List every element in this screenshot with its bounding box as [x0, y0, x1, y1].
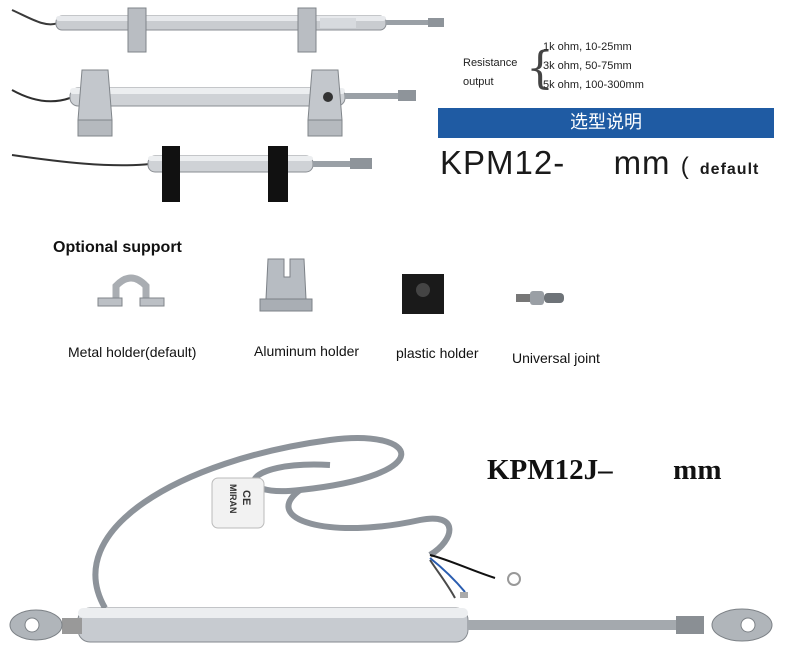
- model-number: KPM12- mm ( default ): [440, 144, 790, 182]
- brand-logo: MIRAN: [228, 484, 238, 514]
- aluminum-holder-label: Aluminum holder: [254, 343, 360, 359]
- metal-holder-label: Metal holder(default): [68, 344, 197, 360]
- model-unit: mm: [613, 144, 671, 181]
- joint-model-unit: mm: [673, 454, 722, 486]
- plastic-holder-label: plastic holder: [396, 345, 479, 361]
- model-prefix: KPM12-: [440, 144, 566, 181]
- open-paren: (: [680, 153, 690, 180]
- ce-mark: CE: [240, 490, 252, 506]
- resistance-option-1k: 1k ohm, 10-25mm: [543, 41, 632, 53]
- universal-joint-label: Universal joint: [512, 350, 600, 366]
- resistance-option-3k: 3k ohm, 50-75mm: [543, 60, 632, 72]
- metal-holder-icon: [97, 274, 165, 307]
- resistance-label: Resistance: [463, 57, 518, 69]
- default-word: default: [699, 161, 760, 178]
- universal-joint-sensor-image: [9, 435, 773, 643]
- plastic-holder-icon: [402, 274, 444, 314]
- joint-model-prefix: KPM12J–: [487, 454, 613, 486]
- aluminum-holder-icon: [259, 258, 313, 312]
- output-label: output: [463, 76, 494, 88]
- joint-model-number: KPM12J– mm: [487, 454, 721, 487]
- sensor-with-metal-holder-image: [11, 7, 444, 53]
- resistance-option-5k: 5k ohm, 100-300mm: [543, 79, 644, 91]
- universal-joint-icon: [516, 291, 564, 305]
- sensor-with-plastic-holder-image: [11, 146, 372, 202]
- sensor-with-aluminum-holder-image: [11, 69, 416, 137]
- optional-support-title: Optional support: [53, 239, 182, 256]
- brace-icon: {: [526, 43, 554, 94]
- selection-guide-banner: 选型说明: [438, 108, 774, 138]
